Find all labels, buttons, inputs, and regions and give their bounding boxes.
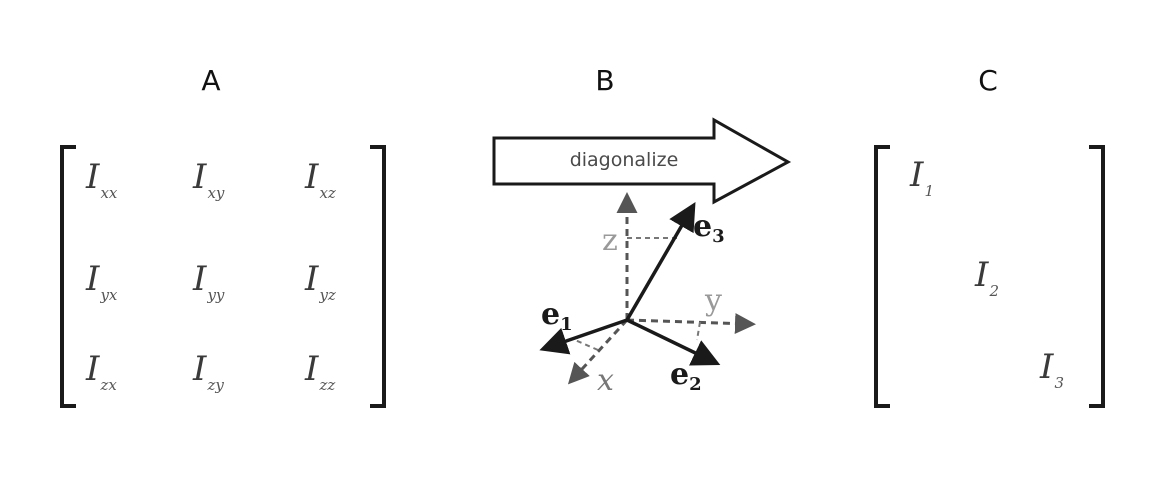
- matrix-c-entry-3: I3: [1040, 347, 1064, 392]
- e2-axis-label: e2: [670, 357, 702, 395]
- matrix-a-entry-xx: Ixx: [86, 157, 118, 202]
- matrix-a-entry-xy: Ixy: [193, 157, 225, 202]
- matrix-a-entry-xz: Ixz: [305, 157, 336, 202]
- e2-axis-line: [626, 318, 721, 366]
- matrix-a-entry-zx: Izx: [86, 349, 117, 394]
- panel-label-c: C: [978, 64, 998, 97]
- y-axis-label: y: [704, 283, 722, 318]
- z-axis-label: z: [602, 223, 618, 258]
- panel-label-a: A: [201, 64, 221, 97]
- e1-axis-label: e1: [541, 297, 573, 335]
- matrix-a-left-bracket: [60, 145, 76, 408]
- matrix-c-right-bracket: [1089, 145, 1105, 408]
- projection-y: [696, 321, 701, 341]
- panel-label-b: B: [595, 64, 615, 97]
- matrix-c-entry-2: I2: [975, 255, 999, 300]
- matrix-a-entry-zz: Izz: [305, 349, 336, 394]
- y-axis-line: [626, 313, 756, 335]
- matrix-a-right-bracket: [370, 145, 386, 408]
- matrix-a-entry-yz: Iyz: [305, 259, 336, 304]
- x-axis-line: [567, 318, 629, 385]
- x-axis-label: x: [597, 363, 614, 398]
- diagonalize-arrow-shape: [492, 117, 792, 205]
- matrix-a-entry-zy: Izy: [193, 349, 224, 394]
- projection-x: [574, 339, 599, 351]
- e1-axis-line: [539, 318, 628, 355]
- matrix-a-entry-yy: Iyy: [193, 259, 225, 304]
- diagonalize-label: diagonalize: [570, 149, 679, 171]
- e3-axis-line: [625, 201, 696, 321]
- matrix-c-entry-1: I1: [910, 155, 934, 200]
- e3-axis-label: e3: [693, 209, 725, 247]
- matrix-a-entry-yx: Iyx: [86, 259, 118, 304]
- matrix-c-left-bracket: [874, 145, 890, 408]
